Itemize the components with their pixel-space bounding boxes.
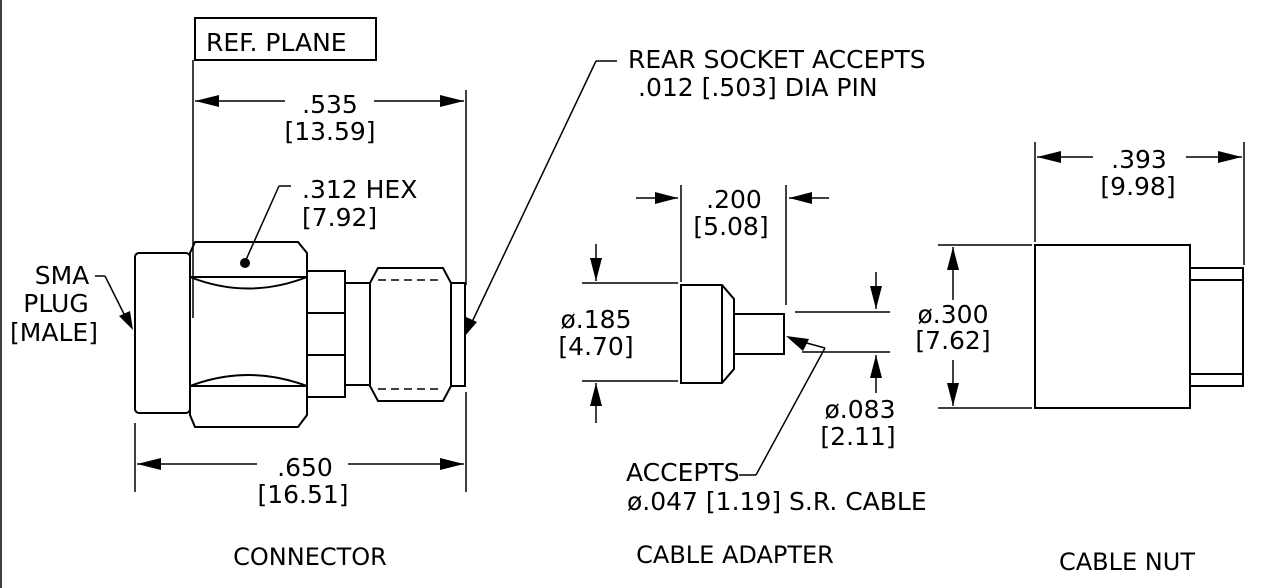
rear-socket-line2: .012 [.503] DIA PIN [638,73,878,102]
hex-leader-dot [240,258,250,268]
adapter-length-mm: [5.08] [693,212,768,241]
accepts-line1: ACCEPTS [626,458,740,487]
hex-leader [244,185,280,263]
hex-size-inch: .312 HEX [302,175,417,204]
accepts-leader [755,347,826,476]
ref-plane-box [194,17,377,61]
nut-body [1034,244,1191,409]
connector-rear-body [369,267,452,402]
sma-label-line2: PLUG [23,289,88,318]
nut-caption: CABLE NUT [1059,548,1195,576]
adapter-length-inch: .200 [706,185,762,214]
sma-label-line3: [MALE] [10,318,98,347]
connector-hex-body [189,241,308,428]
hex-size-mm: [7.92] [302,203,377,232]
connector-total-mm: [16.51] [257,480,348,509]
nut-dia-inch: ø.300 [918,300,989,329]
cable-adapter-view: .200 [5.08] ø.185 [4.70] ø.083 [2.11] AC… [558,185,927,569]
nut-shank [1189,267,1244,387]
adapter-pin [733,313,785,355]
connector-view: REF. PLANE .535 [13.59] .312 HEX [7.92] … [10,17,926,571]
connector-total-inch: .650 [277,453,333,482]
connector-length-inch: .535 [302,90,358,119]
nut-length-inch: .393 [1111,145,1167,174]
accepts-line2: ø.047 [1.19] S.R. CABLE [627,487,927,516]
connector-length-mm: [13.59] [284,117,375,146]
adapter-dia-mm: [4.70] [558,332,633,361]
adapter-body [680,284,735,384]
sma-label-line1: SMA [35,261,90,290]
connector-coupling-nut [134,252,191,414]
ref-plane-label: REF. PLANE [206,28,347,57]
cable-nut-view: .393 [9.98] ø.300 [7.62] CABLE NUT [915,142,1245,576]
connector-shoulder [344,282,371,386]
adapter-dia-inch: ø.185 [561,305,632,334]
connector-rear-socket [451,282,466,387]
adapter-caption: CABLE ADAPTER [636,541,834,569]
pin-dia-mm: [2.11] [820,422,895,451]
connector-caption: CONNECTOR [233,543,387,571]
rear-socket-line1: REAR SOCKET ACCEPTS [628,45,926,74]
nut-length-mm: [9.98] [1100,172,1175,201]
connector-neck [306,270,346,398]
pin-dia-inch: ø.083 [825,395,896,424]
sma-leader [104,275,127,319]
rear-socket-leader [471,60,597,323]
nut-dia-mm: [7.62] [915,326,990,355]
